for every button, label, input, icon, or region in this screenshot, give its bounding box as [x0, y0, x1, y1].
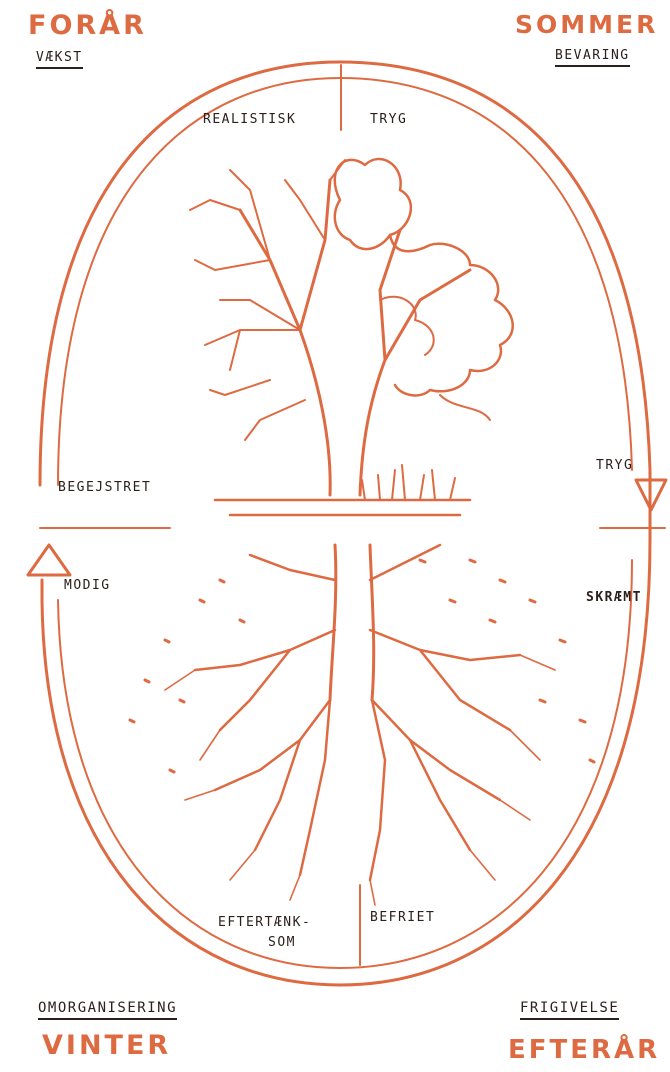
trait-top-left: REALISTISK [203, 112, 296, 127]
roots-fine [165, 655, 555, 905]
theme-summer: BEVARING [555, 48, 630, 67]
cycle-inner-line [58, 78, 632, 968]
tree-canopy-inner [380, 297, 490, 420]
trait-bottom-left-line2: SOM [268, 935, 296, 950]
tree-canopy [335, 159, 513, 395]
trait-bottom-right: BEFRIET [370, 910, 435, 925]
leaf-dots [130, 560, 594, 772]
grass [362, 465, 455, 500]
trait-bottom-left-line1: EFTERTÆNK- [218, 915, 311, 930]
theme-winter: OMORGANISERING [38, 1000, 177, 1020]
season-winter: VINTER [42, 1030, 171, 1061]
trait-top-right: TRYG [370, 112, 407, 127]
trait-left-upper: BEGEJSTRET [58, 480, 151, 495]
season-summer: SOMMER [515, 10, 658, 39]
ground-line [215, 500, 470, 515]
tree-branches-left [190, 160, 345, 440]
theme-autumn: FRIGIVELSE [520, 1000, 619, 1020]
trait-right-lower: SKRÆMT [586, 590, 642, 605]
root-trunk [330, 545, 374, 700]
trait-right-upper: TRYG [596, 458, 633, 473]
season-autumn: EFTERÅR [508, 1035, 660, 1065]
theme-spring: VÆKST [36, 50, 83, 69]
arrow-up-icon [28, 545, 70, 575]
trait-left-lower: MODIG [64, 578, 111, 593]
season-spring: FORÅR [28, 10, 147, 41]
roots [195, 545, 520, 880]
tree-trunk [240, 180, 470, 495]
cycle-outer-line [40, 62, 650, 985]
